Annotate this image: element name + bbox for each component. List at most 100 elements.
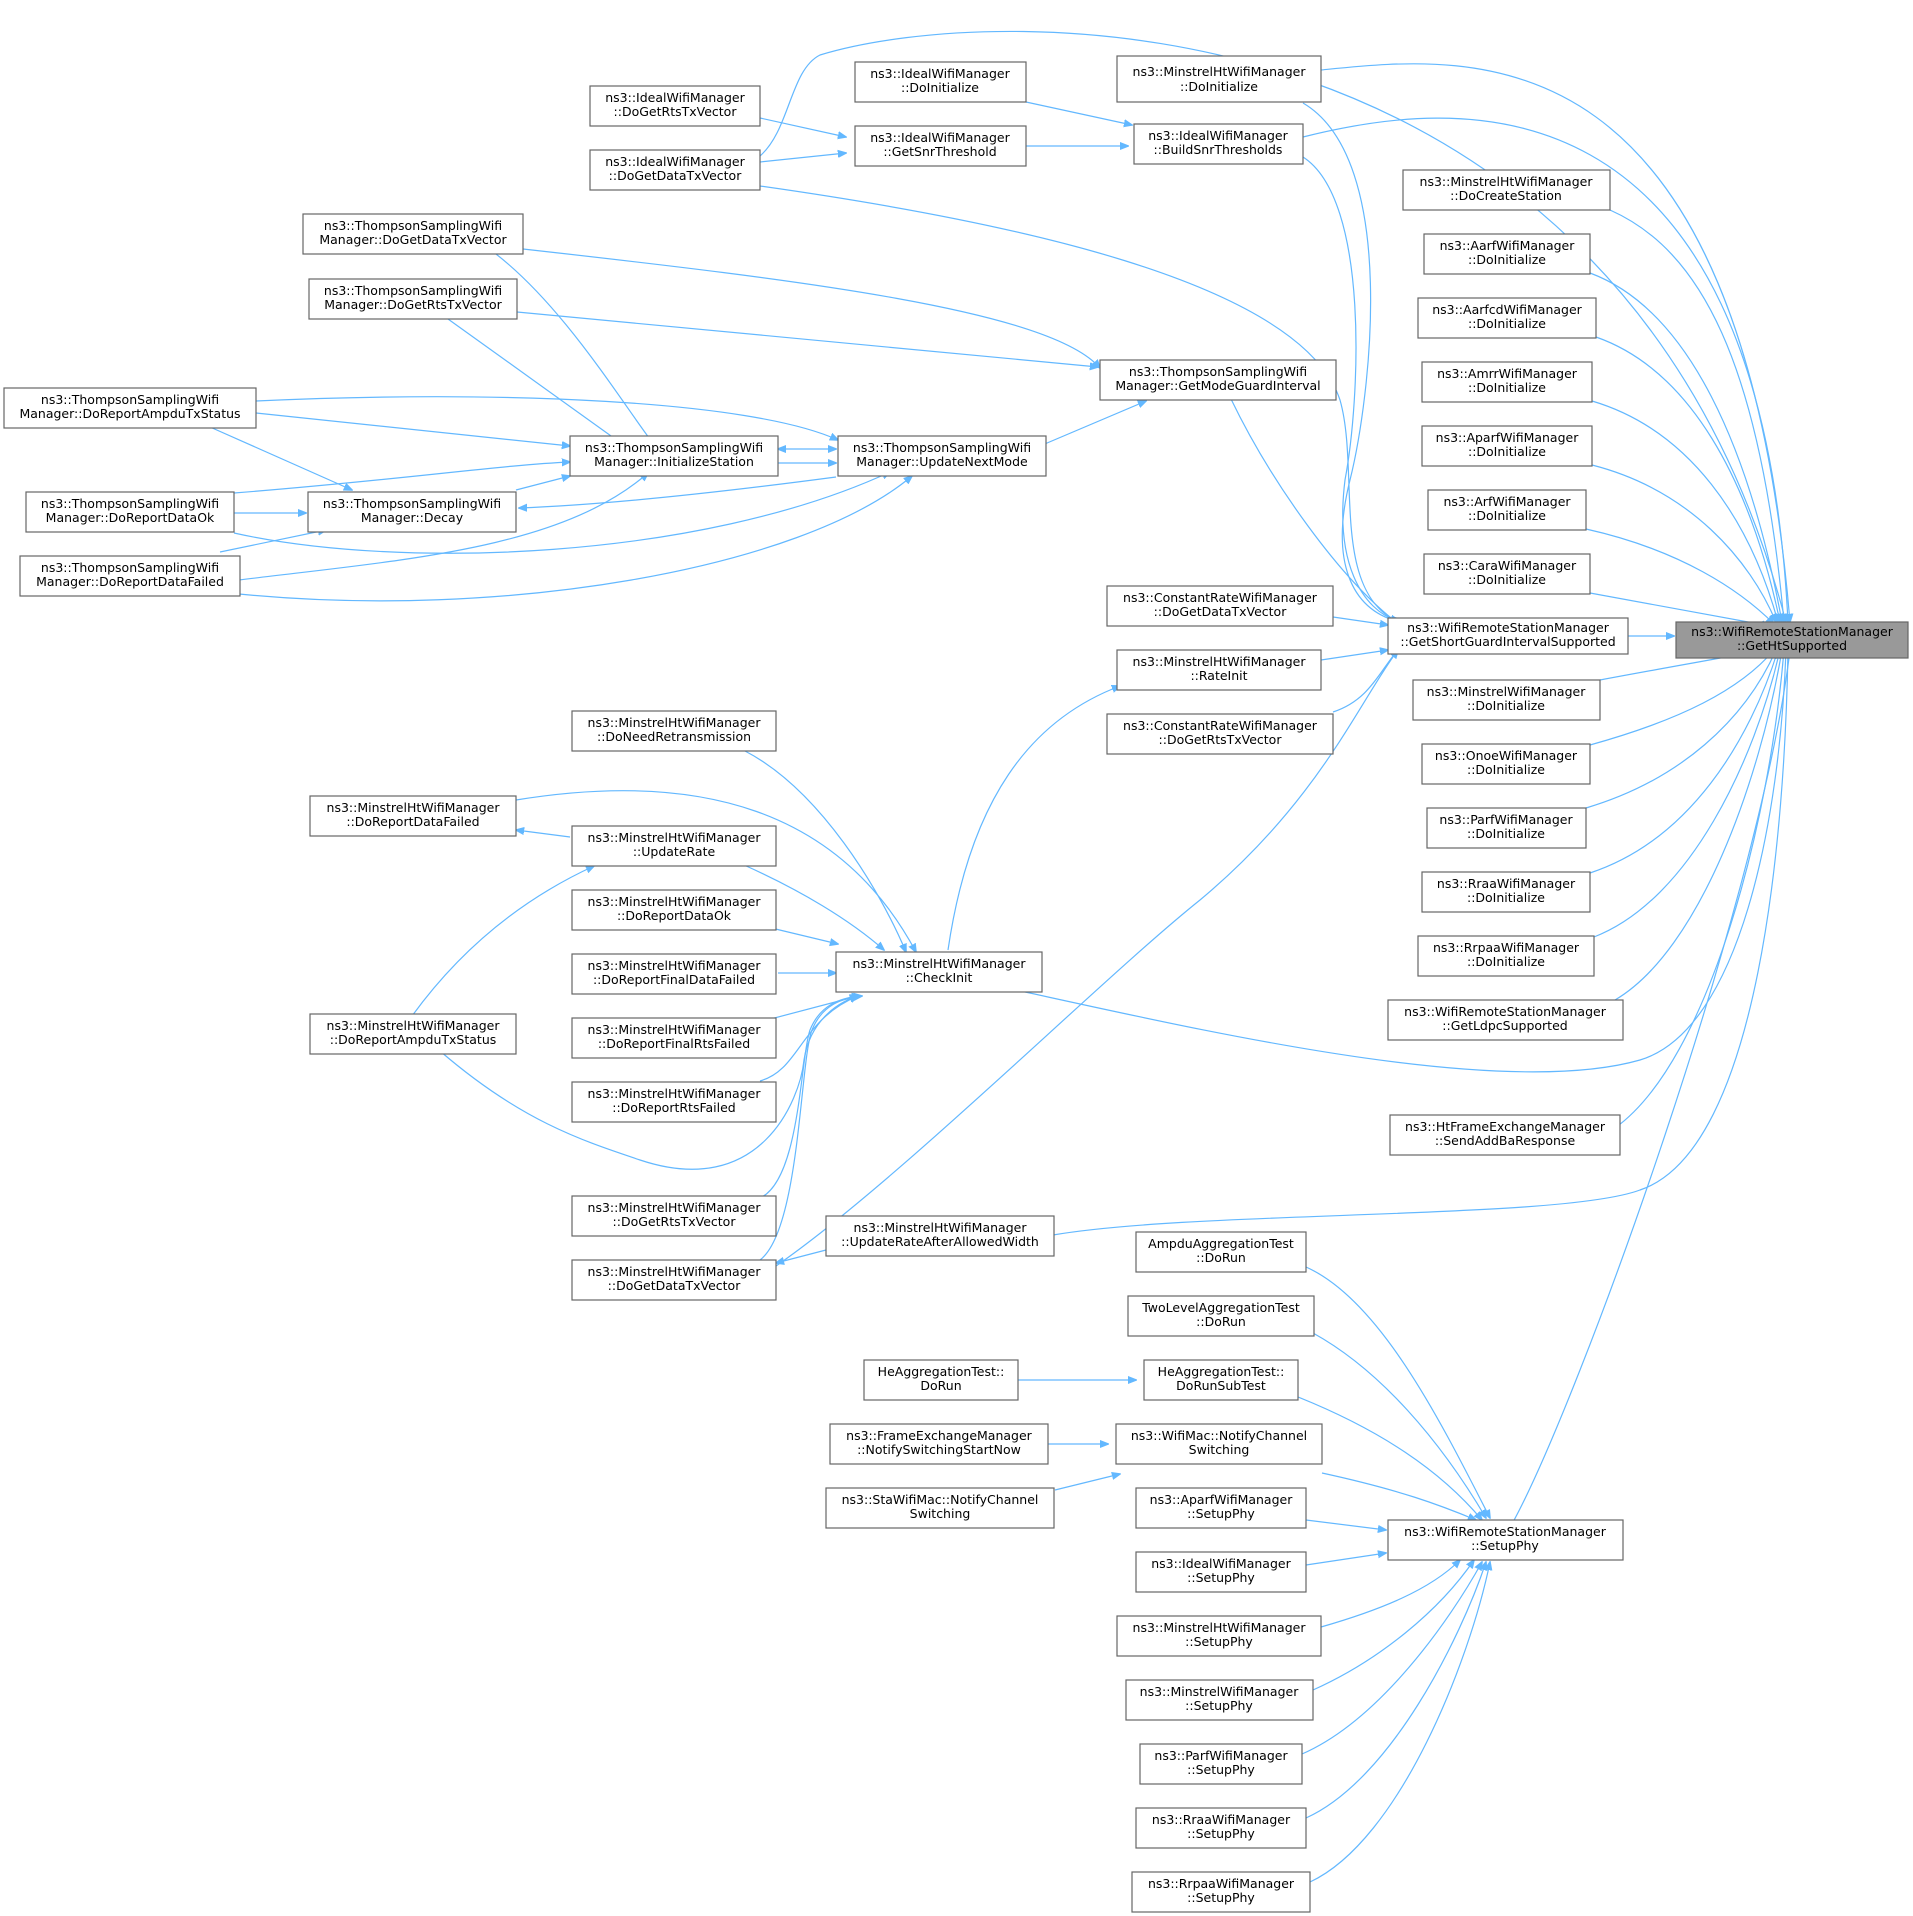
node-aparf-setup-phy[interactable]: ns3::AparfWifiManager ::SetupPhy [1135, 1487, 1307, 1529]
node-mht-do-report-final-data-failed[interactable]: ns3::MinstrelHtWifiManager ::DoReportFin… [571, 953, 777, 995]
edge-ts-data-init [487, 247, 655, 446]
edge-mht-data-gsgi [775, 650, 1398, 1267]
node-ts-do-get-data-tx-vector[interactable]: ns3::ThompsonSamplingWifi Manager::DoGet… [302, 213, 524, 255]
svg-text:ns3::MinstrelHtWifiManager: ns3::MinstrelHtWifiManager [588, 958, 762, 973]
svg-text:::NotifySwitchingStartNow: ::NotifySwitchingStartNow [857, 1442, 1021, 1457]
node-setup-phy[interactable]: ns3::WifiRemoteStationManager ::SetupPhy [1387, 1519, 1624, 1561]
svg-text:::SetupPhy: ::SetupPhy [1185, 1698, 1253, 1713]
node-parf-setup-phy[interactable]: ns3::ParfWifiManager ::SetupPhy [1139, 1743, 1303, 1785]
svg-text:::DoGetRtsTxVector: ::DoGetRtsTxVector [1159, 732, 1283, 747]
svg-text:ns3::MinstrelHtWifiManager: ns3::MinstrelHtWifiManager [1133, 1620, 1307, 1635]
edge-ts-rts-mgi [516, 311, 1098, 367]
svg-text:ns3::IdealWifiManager: ns3::IdealWifiManager [605, 90, 745, 105]
svg-text:AmpduAggregationTest: AmpduAggregationTest [1148, 1236, 1294, 1251]
node-ts-decay[interactable]: ns3::ThompsonSamplingWifi Manager::Decay [307, 491, 517, 533]
node-parf-do-initialize[interactable]: ns3::ParfWifiManager ::DoInitialize [1426, 807, 1587, 849]
node-mht-do-initialize[interactable]: ns3::MinstrelHtWifiManager ::DoInitializ… [1116, 55, 1322, 103]
edge-ideal-sp-setupphy [1305, 1553, 1386, 1566]
node-he-aggregation-test-sub[interactable]: HeAggregationTest:: DoRunSubTest [1143, 1359, 1299, 1401]
node-cara-do-initialize[interactable]: ns3::CaraWifiManager ::DoInitialize [1423, 553, 1591, 595]
svg-text:ns3::ConstantRateWifiManager: ns3::ConstantRateWifiManager [1123, 718, 1318, 733]
svg-text:::DoInitialize: ::DoInitialize [1468, 380, 1546, 395]
node-ideal-do-get-rts-tx-vector[interactable]: ns3::IdealWifiManager ::DoGetRtsTxVector [589, 85, 761, 127]
node-mht-update-rate-after-allowed-width[interactable]: ns3::MinstrelHtWifiManager ::UpdateRateA… [825, 1215, 1055, 1257]
node-mht-do-report-data-ok[interactable]: ns3::MinstrelHtWifiManager ::DoReportDat… [571, 889, 777, 931]
node-wifimac-notify-channel-switching[interactable]: ns3::WifiMac::NotifyChannel Switching [1115, 1423, 1323, 1465]
node-mht-do-report-ampdu-tx-status[interactable]: ns3::MinstrelHtWifiManager ::DoReportAmp… [309, 1013, 517, 1055]
node-onoe-do-initialize[interactable]: ns3::OnoeWifiManager ::DoInitialize [1421, 743, 1591, 785]
edge-addba-target [1614, 650, 1784, 1129]
svg-text:ns3::MinstrelHtWifiManager: ns3::MinstrelHtWifiManager [588, 1022, 762, 1037]
node-ts-update-next-mode[interactable]: ns3::ThompsonSamplingWifi Manager::Updat… [837, 435, 1047, 477]
node-rrpaa-do-initialize[interactable]: ns3::RrpaaWifiManager ::DoInitialize [1417, 935, 1595, 977]
node-ts-do-report-ampdu-tx-status[interactable]: ns3::ThompsonSamplingWifi Manager::DoRep… [3, 387, 257, 429]
node-rraa-do-initialize[interactable]: ns3::RraaWifiManager ::DoInitialize [1421, 871, 1591, 913]
node-mht-do-create-station[interactable]: ns3::MinstrelHtWifiManager ::DoCreateSta… [1402, 169, 1611, 211]
node-fem-notify-switching-start-now[interactable]: ns3::FrameExchangeManager ::NotifySwitch… [829, 1423, 1049, 1465]
svg-text:::DoGetDataTxVector: ::DoGetDataTxVector [609, 168, 743, 183]
svg-text:Manager::Decay: Manager::Decay [361, 510, 464, 525]
node-rrpaa-setup-phy[interactable]: ns3::RrpaaWifiManager ::SetupPhy [1131, 1871, 1311, 1913]
svg-text:ns3::MinstrelHtWifiManager: ns3::MinstrelHtWifiManager [1420, 174, 1594, 189]
svg-text:ns3::WifiMac::NotifyChannel: ns3::WifiMac::NotifyChannel [1131, 1428, 1307, 1443]
node-get-ht-supported[interactable]: ns3::WifiRemoteStationManager ::GetHtSup… [1675, 621, 1909, 659]
node-cr-do-get-rts-tx-vector[interactable]: ns3::ConstantRateWifiManager ::DoGetRtsT… [1106, 713, 1334, 755]
node-rraa-setup-phy[interactable]: ns3::RraaWifiManager ::SetupPhy [1135, 1807, 1307, 1849]
svg-text:ns3::AarfWifiManager: ns3::AarfWifiManager [1440, 238, 1576, 253]
node-mht-do-report-final-rts-failed[interactable]: ns3::MinstrelHtWifiManager ::DoReportFin… [571, 1017, 777, 1059]
node-ts-do-report-data-failed[interactable]: ns3::ThompsonSamplingWifi Manager::DoRep… [19, 555, 241, 597]
node-ideal-setup-phy[interactable]: ns3::IdealWifiManager ::SetupPhy [1135, 1551, 1307, 1593]
node-ts-do-report-data-ok[interactable]: ns3::ThompsonSamplingWifi Manager::DoRep… [25, 491, 235, 533]
svg-text:Manager::DoGetRtsTxVector: Manager::DoGetRtsTxVector [324, 297, 502, 312]
node-mht-do-report-data-failed[interactable]: ns3::MinstrelHtWifiManager ::DoReportDat… [309, 795, 517, 837]
svg-text:ns3::MinstrelHtWifiManager: ns3::MinstrelHtWifiManager [327, 800, 501, 815]
svg-text:::DoRun: ::DoRun [1196, 1250, 1246, 1265]
svg-text:ns3::IdealWifiManager: ns3::IdealWifiManager [1148, 128, 1288, 143]
node-ideal-do-get-data-tx-vector[interactable]: ns3::IdealWifiManager ::DoGetDataTxVecto… [589, 149, 761, 191]
node-amrr-do-initialize[interactable]: ns3::AmrrWifiManager ::DoInitialize [1421, 361, 1593, 403]
svg-text:ns3::ThompsonSamplingWifi: ns3::ThompsonSamplingWifi [323, 496, 501, 511]
svg-text:ns3::ThompsonSamplingWifi: ns3::ThompsonSamplingWifi [324, 218, 502, 233]
node-mht-do-need-retransmission[interactable]: ns3::MinstrelHtWifiManager ::DoNeedRetra… [571, 710, 777, 752]
edge-ideal-rts-gst [759, 117, 846, 137]
node-mht-do-report-rts-failed[interactable]: ns3::MinstrelHtWifiManager ::DoReportRts… [571, 1081, 777, 1123]
node-mht-do-get-data-tx-vector[interactable]: ns3::MinstrelHtWifiManager ::DoGetDataTx… [571, 1259, 777, 1301]
node-he-aggregation-test-run[interactable]: HeAggregationTest:: DoRun [863, 1359, 1019, 1401]
node-minstrel-setup-phy[interactable]: ns3::MinstrelWifiManager ::SetupPhy [1125, 1679, 1314, 1721]
node-ampdu-aggregation-test[interactable]: AmpduAggregationTest ::DoRun [1135, 1231, 1307, 1273]
edge-ts-unm-decay [519, 476, 837, 508]
node-send-addba-response[interactable]: ns3::HtFrameExchangeManager ::SendAddBaR… [1389, 1114, 1621, 1156]
edge-mht-checkinit-rateinit [947, 686, 1120, 951]
svg-text:Manager::DoReportDataFailed: Manager::DoReportDataFailed [36, 574, 224, 589]
node-aarfcd-do-initialize[interactable]: ns3::AarfcdWifiManager ::DoInitialize [1417, 297, 1597, 339]
node-ideal-build-snr-thresholds[interactable]: ns3::IdealWifiManager ::BuildSnrThreshol… [1133, 123, 1304, 165]
node-ts-initialize-station[interactable]: ns3::ThompsonSamplingWifi Manager::Initi… [569, 435, 779, 477]
node-cr-do-get-data-tx-vector[interactable]: ns3::ConstantRateWifiManager ::DoGetData… [1106, 585, 1334, 627]
node-mht-check-init[interactable]: ns3::MinstrelHtWifiManager ::CheckInit [835, 951, 1043, 993]
node-stawifimac-notify-channel-switching[interactable]: ns3::StaWifiMac::NotifyChannel Switching [825, 1487, 1055, 1529]
node-get-short-guard-interval-supported[interactable]: ns3::WifiRemoteStationManager ::GetShort… [1387, 617, 1629, 655]
node-mht-do-get-rts-tx-vector[interactable]: ns3::MinstrelHtWifiManager ::DoGetRtsTxV… [571, 1195, 777, 1237]
edge-rraa-sp-setupphy [1305, 1562, 1486, 1819]
node-minstrel-do-initialize[interactable]: ns3::MinstrelWifiManager ::DoInitialize [1412, 679, 1601, 721]
node-ideal-get-snr-threshold[interactable]: ns3::IdealWifiManager ::GetSnrThreshold [854, 125, 1027, 167]
node-aparf-do-initialize[interactable]: ns3::AparfWifiManager ::DoInitialize [1421, 425, 1593, 467]
svg-text:Manager::GetModeGuardInterval: Manager::GetModeGuardInterval [1115, 378, 1320, 393]
svg-text:::DoInitialize: ::DoInitialize [1468, 316, 1546, 331]
edge-ts-failed-unm [238, 476, 912, 602]
node-arf-do-initialize[interactable]: ns3::ArfWifiManager ::DoInitialize [1427, 489, 1587, 531]
svg-text:ns3::MinstrelHtWifiManager: ns3::MinstrelHtWifiManager [588, 830, 762, 845]
svg-text:ns3::MinstrelHtWifiManager: ns3::MinstrelHtWifiManager [588, 1264, 762, 1279]
node-aarf-do-initialize[interactable]: ns3::AarfWifiManager ::DoInitialize [1423, 233, 1591, 275]
node-ideal-do-initialize[interactable]: ns3::IdealWifiManager ::DoInitialize [854, 61, 1027, 103]
node-get-ldpc-supported[interactable]: ns3::WifiRemoteStationManager ::GetLdpcS… [1387, 999, 1624, 1041]
node-mht-setup-phy[interactable]: ns3::MinstrelHtWifiManager ::SetupPhy [1116, 1615, 1322, 1657]
edge-ts-ampdu-init [255, 412, 570, 446]
node-mht-update-rate[interactable]: ns3::MinstrelHtWifiManager ::UpdateRate [571, 825, 777, 867]
svg-text:ns3::RrpaaWifiManager: ns3::RrpaaWifiManager [1433, 940, 1580, 955]
node-ts-do-get-rts-tx-vector[interactable]: ns3::ThompsonSamplingWifi Manager::DoGet… [308, 278, 518, 320]
node-mht-rate-init[interactable]: ns3::MinstrelHtWifiManager ::RateInit [1116, 649, 1322, 691]
svg-text:::DoInitialize: ::DoInitialize [1467, 762, 1545, 777]
node-ts-get-mode-guard-interval[interactable]: ns3::ThompsonSamplingWifi Manager::GetMo… [1099, 359, 1337, 401]
node-two-level-aggregation-test[interactable]: TwoLevelAggregationTest ::DoRun [1127, 1295, 1315, 1337]
